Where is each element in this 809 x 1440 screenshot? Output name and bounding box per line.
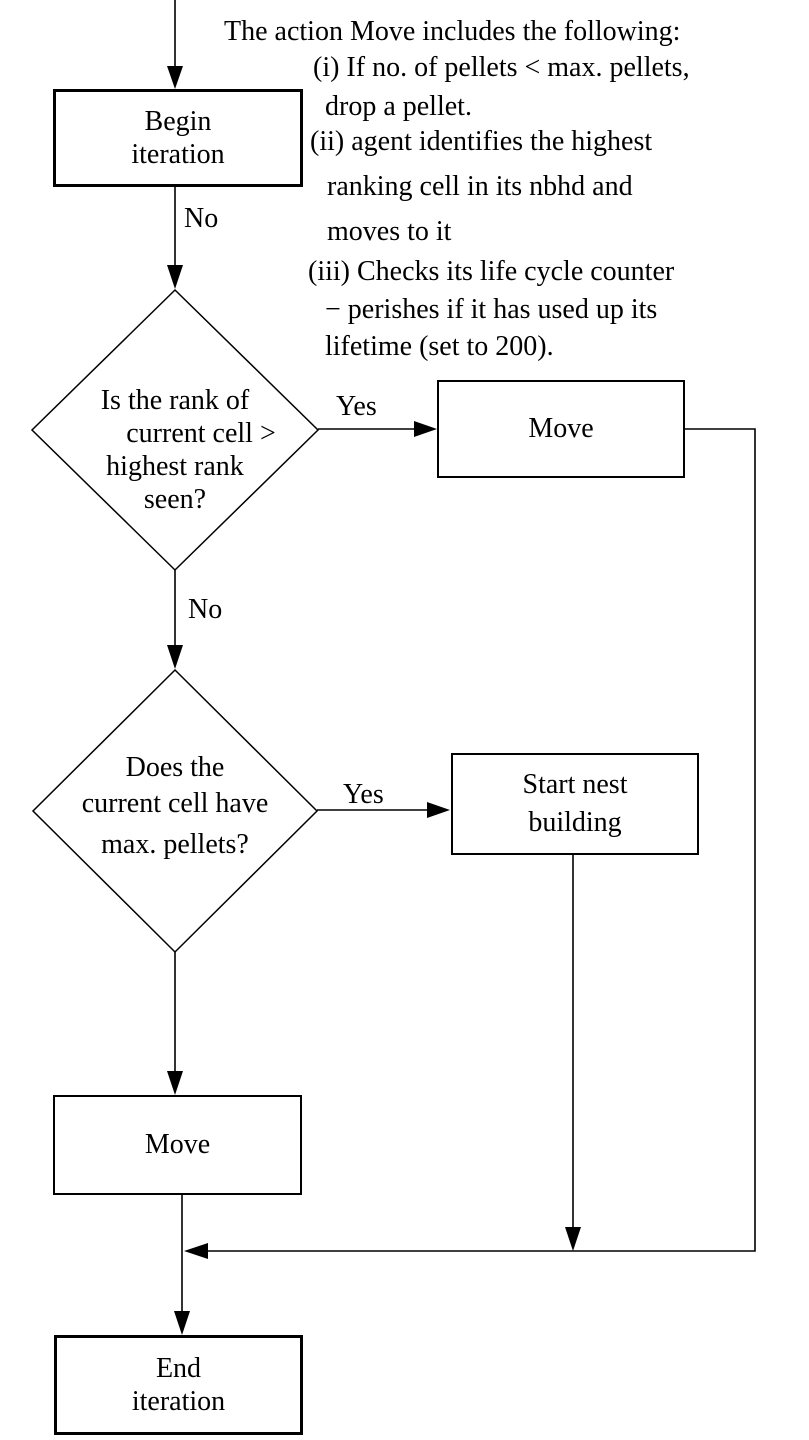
node-start-nest-building: Start nest building (451, 753, 699, 855)
annotation-line: (iii) Checks its life cycle counter (308, 256, 675, 287)
annotation-line: lifetime (set to 200). (325, 331, 554, 362)
decision-rank-label: Is the rank of current cell > highest ra… (35, 384, 315, 516)
node-label-line: max. pellets? (101, 829, 249, 860)
edge-move-top-loop (207, 428, 756, 1252)
arrowhead-move-top-loop (184, 1243, 208, 1259)
decision-pellets-label: Does the current cell have max. pellets? (35, 750, 315, 863)
node-label-line: seen? (143, 484, 207, 515)
node-label-line: Begin (144, 106, 212, 137)
edge-label-yes-rank: Yes (336, 391, 377, 422)
annotation-line: ranking cell in its nbhd and (327, 171, 633, 202)
node-label-line: End (155, 1353, 202, 1384)
edge-label-yes-pellets: Yes (343, 779, 384, 810)
edge-label-no-mid: No (188, 594, 223, 625)
node-move-bottom: Move (53, 1095, 302, 1195)
arrowhead-pellets-no (167, 1071, 183, 1095)
node-label-line: iteration (131, 139, 225, 170)
node-label-line: current cell > (126, 418, 276, 449)
edge-label-no-top: No (184, 203, 219, 234)
node-label-line: highest rank (106, 451, 244, 482)
annotation-line: The action Move includes the following: (224, 16, 681, 47)
annotation-line: (ii) agent identifies the highest (310, 126, 653, 157)
node-end-iteration: End iteration (54, 1335, 303, 1435)
node-label-line: Start nest (522, 769, 628, 800)
annotation-line: drop a pellet. (325, 91, 472, 122)
annotation-line: − perishes if it has used up its (325, 294, 658, 325)
node-label-line: iteration (131, 1386, 226, 1417)
node-move-top: Move (437, 380, 685, 478)
node-label-line: Is the rank of (100, 385, 250, 416)
arrowhead-move-to-end (174, 1311, 190, 1335)
node-label-line: current cell have (81, 788, 269, 819)
decision-rank-shape (30, 288, 320, 572)
node-label-line: Move (144, 1129, 211, 1160)
node-label-line: Move (528, 413, 594, 444)
arrowhead-rank-yes (414, 421, 437, 437)
annotation-line: moves to it (327, 216, 452, 247)
arrowhead-begin-to-rank (167, 265, 183, 289)
arrowhead-rank-no (167, 645, 183, 669)
arrowhead-entry (167, 66, 183, 89)
arrowhead-pellets-yes (427, 802, 450, 818)
annotation-line: (i) If no. of pellets < max. pellets, (313, 52, 690, 83)
decision-pellets-shape (31, 668, 319, 954)
node-label-line: Does the (125, 752, 225, 783)
node-begin-iteration: Begin iteration (53, 89, 303, 187)
arrowhead-nest-down (565, 1227, 581, 1251)
node-label-line: building (528, 807, 622, 838)
